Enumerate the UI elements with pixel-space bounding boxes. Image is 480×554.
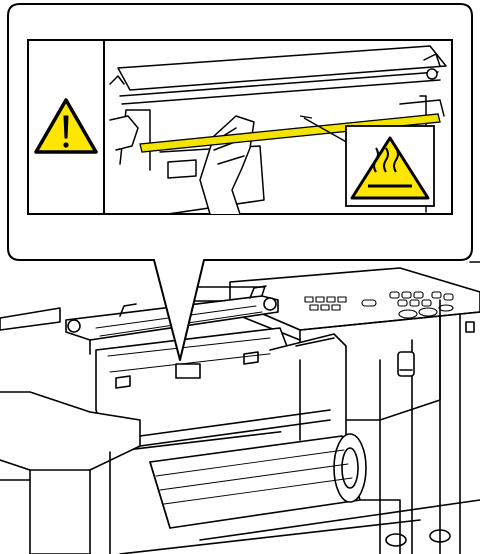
inset-panel [27,39,453,215]
warning-triangle-icon [34,98,98,154]
hot-surface-pointer-line [303,117,351,145]
printer-machine [0,261,480,554]
cleaning-area-highlight [139,113,441,153]
hot-surface-sign [345,125,435,207]
hot-surface-warning-icon [350,136,430,200]
print-drum [139,409,367,529]
